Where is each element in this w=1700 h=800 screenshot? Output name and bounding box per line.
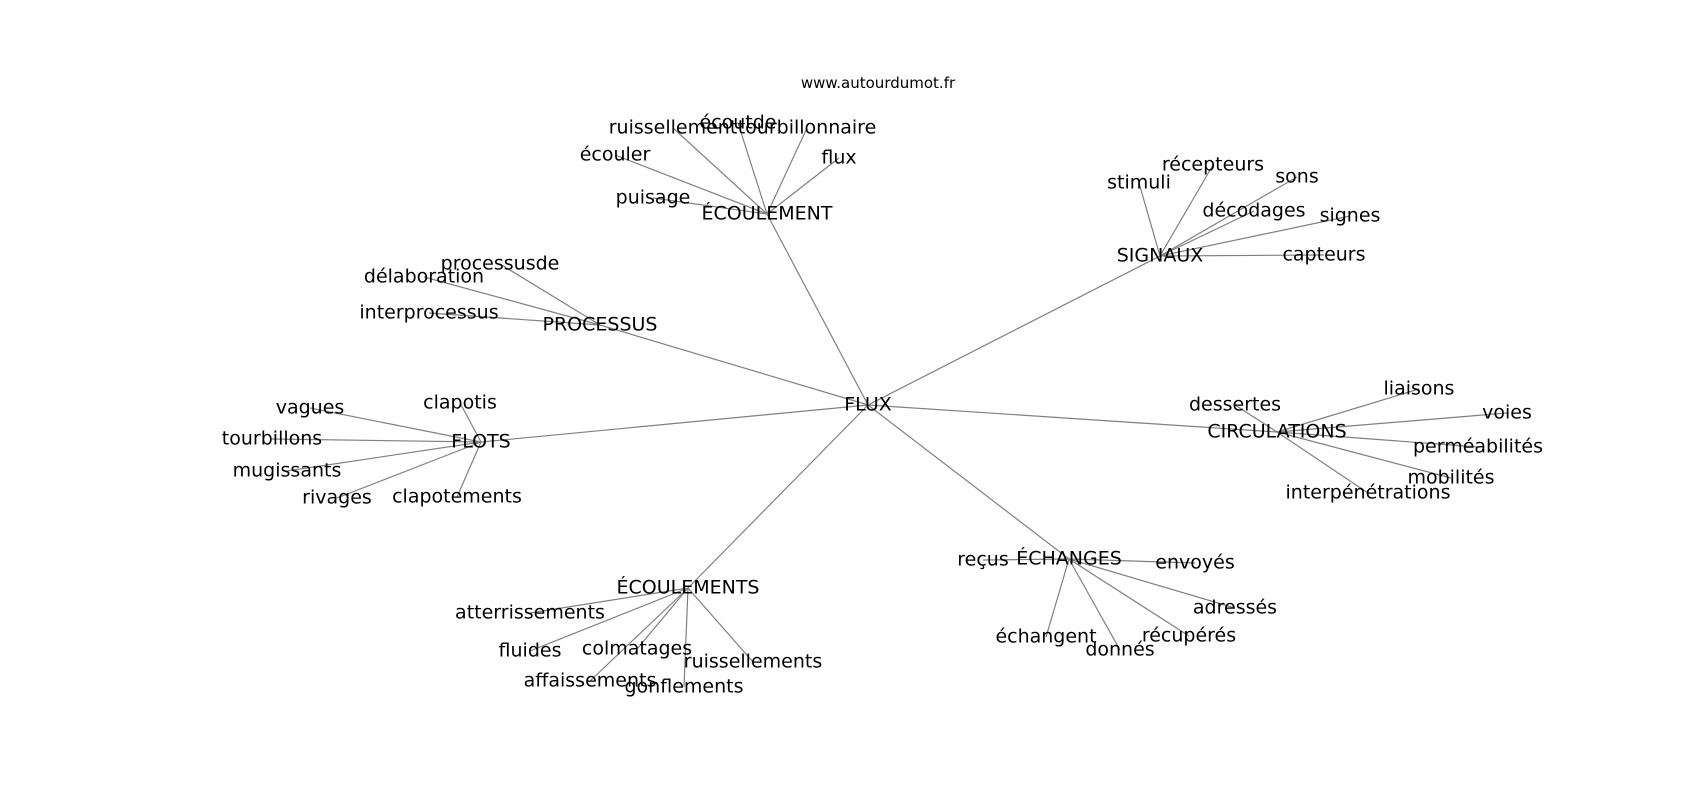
- leaf-node-signaux: récepteurs: [1162, 154, 1264, 176]
- leaf-node-circulations: mobilités: [1407, 467, 1494, 489]
- leaf-node-ecoulement: flux: [821, 147, 856, 169]
- leaf-node-ecoulements: ruissellements: [684, 651, 822, 673]
- center-node-flux: FLUX: [844, 394, 892, 416]
- leaf-node-ecoulements: colmatages: [582, 638, 692, 660]
- edge-signaux-leaf: [1159, 164, 1214, 257]
- source-watermark: www.autourdumot.fr: [801, 74, 956, 92]
- edge-echanges-leaf: [1068, 558, 1236, 609]
- edge-echanges-leaf: [1068, 558, 1190, 637]
- edge-processus-leaf: [423, 276, 601, 326]
- leaf-node-signaux: signes: [1320, 205, 1381, 227]
- edge-signaux-leaf: [1138, 182, 1161, 257]
- leaf-node-circulations: interpénétrations: [1286, 482, 1451, 504]
- leaf-node-flots: mugissants: [233, 460, 342, 482]
- leaf-node-ecoulements: gonflements: [625, 676, 744, 698]
- leaf-node-processus: processusde: [441, 253, 560, 275]
- edge-ecoulements-leaf: [636, 587, 689, 650]
- leaf-node-circulations: perméabilités: [1413, 436, 1543, 458]
- edge-circulations-leaf: [1276, 412, 1508, 433]
- edge-flots-leaf: [456, 441, 482, 498]
- edge-ecoulements-leaf: [683, 587, 689, 688]
- leaf-node-echanges: échangent: [995, 626, 1096, 648]
- leaf-node-flots: tourbillons: [222, 428, 322, 450]
- edge-circulations-leaf: [1276, 431, 1369, 494]
- edge-processus-leaf: [428, 312, 601, 326]
- edge-echanges-leaf: [1068, 558, 1121, 651]
- leaf-node-echanges: récupérés: [1142, 625, 1236, 647]
- edge-ecoulements-leaf: [529, 587, 689, 614]
- edge-signaux-leaf: [1159, 215, 1351, 257]
- leaf-node-flots: clapotis: [423, 392, 497, 414]
- edge-ecoulement-leaf: [652, 197, 768, 215]
- cluster-node-ecoulements: ÉCOULEMENTS: [616, 576, 759, 599]
- leaf-node-processus: interprocessus: [359, 302, 498, 324]
- leaf-node-flots: vagues: [276, 397, 345, 419]
- leaf-node-flots: clapotements: [392, 486, 522, 508]
- edge-signaux-leaf: [1159, 176, 1298, 257]
- edge-flux-circulations: [867, 404, 1278, 433]
- cluster-node-processus: PROCESSUS: [543, 314, 658, 336]
- cluster-node-circulations: CIRCULATIONS: [1207, 421, 1346, 443]
- leaf-node-ecoulement: tourbillonnaire: [738, 117, 877, 139]
- leaf-node-signaux: capteurs: [1282, 244, 1365, 266]
- edge-circulations-leaf: [1276, 388, 1420, 433]
- leaf-node-circulations: voies: [1482, 402, 1532, 424]
- leaf-node-signaux: stimuli: [1107, 172, 1171, 194]
- edge-flux-ecoulement: [766, 213, 869, 406]
- edge-circulations-leaf: [1276, 431, 1479, 448]
- leaf-node-ecoulement: écoutde: [699, 112, 776, 134]
- edge-signaux-leaf: [1159, 254, 1325, 257]
- leaf-node-signaux: décodages: [1202, 200, 1305, 222]
- edge-processus-leaf: [499, 263, 601, 326]
- edge-echanges-leaf: [982, 558, 1070, 561]
- leaf-node-echanges: envoyés: [1155, 552, 1234, 574]
- edge-circulations-leaf: [1276, 431, 1452, 479]
- edge-flots-leaf: [286, 441, 482, 472]
- edge-flots-leaf: [309, 407, 482, 443]
- leaf-node-flots: rivages: [302, 487, 372, 509]
- edge-ecoulements-leaf: [529, 587, 689, 652]
- edge-ecoulement-leaf: [766, 157, 840, 215]
- edge-flux-flots: [480, 404, 869, 443]
- leaf-node-circulations: liaisons: [1384, 378, 1455, 400]
- edge-echanges-leaf: [1045, 558, 1070, 638]
- cluster-node-ecoulement: ÉCOULEMENT: [702, 202, 833, 225]
- cluster-node-flots: FLOTS: [451, 431, 510, 453]
- leaf-node-circulations: dessertes: [1189, 394, 1281, 416]
- leaf-node-ecoulements: fluides: [499, 640, 562, 662]
- graph-edges: [271, 122, 1508, 688]
- edge-flots-leaf: [459, 402, 482, 443]
- leaf-node-ecoulements: atterrissements: [455, 602, 605, 624]
- leaf-node-echanges: adressés: [1193, 597, 1277, 619]
- leaf-node-ecoulement: puisage: [616, 187, 691, 209]
- leaf-node-signaux: sons: [1275, 166, 1318, 188]
- cluster-node-signaux: SIGNAUX: [1117, 245, 1204, 267]
- leaf-node-ecoulement: écouler: [580, 144, 651, 166]
- edge-echanges-leaf: [1068, 558, 1196, 564]
- leaf-node-echanges: donnés: [1085, 639, 1154, 661]
- edge-flots-leaf: [336, 441, 482, 499]
- edge-ecoulement-leaf: [766, 127, 808, 215]
- edge-ecoulement-leaf: [672, 127, 768, 215]
- edge-circulations-leaf: [1234, 404, 1278, 433]
- leaf-node-ecoulement: ruissellement: [609, 117, 738, 139]
- leaf-node-echanges: reçus: [957, 549, 1008, 571]
- edge-flots-leaf: [271, 438, 482, 443]
- cluster-node-echanges: ÉCHANGES: [1016, 547, 1122, 570]
- leaf-node-processus: délaboration: [364, 266, 484, 288]
- edge-ecoulements-leaf: [589, 587, 689, 682]
- leaf-node-ecoulements: affaissements: [524, 670, 657, 692]
- edge-flux-ecoulements: [687, 404, 869, 589]
- edge-signaux-leaf: [1159, 210, 1255, 257]
- edge-ecoulement-leaf: [614, 154, 768, 215]
- edge-ecoulement-leaf: [737, 122, 768, 215]
- edge-flux-signaux: [867, 255, 1161, 406]
- edge-flux-echanges: [867, 404, 1070, 560]
- edge-ecoulements-leaf: [687, 587, 754, 663]
- edge-flux-processus: [599, 324, 869, 406]
